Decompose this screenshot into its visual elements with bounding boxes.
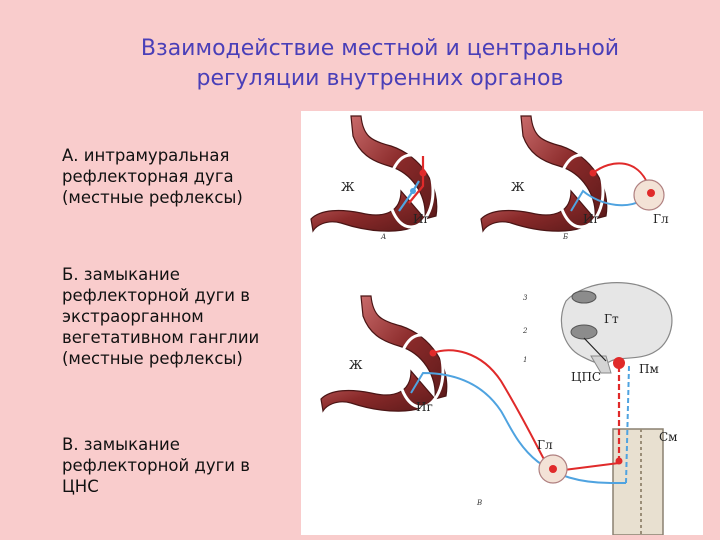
panel-a: Ж Иг А bbox=[310, 115, 438, 241]
item-a-line: А. интрамуральная bbox=[62, 146, 230, 165]
panel-c: Ж Иг Гт ЦПС Пм См Гл 3 2 1 В bbox=[320, 282, 678, 535]
item-c-line: В. замыкание bbox=[62, 435, 180, 454]
label-outer-ganglion: Гл bbox=[537, 438, 553, 452]
item-b: Б. замыкание рефлекторной дуги в экстрао… bbox=[62, 264, 294, 369]
item-a-line: рефлекторная дуга bbox=[62, 167, 234, 186]
item-b-line: рефлекторной дуги в bbox=[62, 286, 250, 305]
neuron-body bbox=[589, 169, 597, 177]
brain-nucleus-2 bbox=[570, 324, 598, 340]
stomach-wall bbox=[480, 189, 596, 233]
stomach-lumen-line bbox=[387, 153, 435, 229]
reflex-arc-figure: Ж Иг А Ж Иг Гл Б bbox=[301, 111, 703, 535]
item-b-line: экстраорганном bbox=[62, 307, 204, 326]
descending-pathway bbox=[583, 337, 607, 362]
efferent-nerve bbox=[408, 156, 425, 204]
neuron-body bbox=[410, 188, 416, 194]
label-spinal-cord: См bbox=[659, 430, 678, 444]
label-stomach: Ж bbox=[349, 358, 363, 372]
stomach-lumen-line bbox=[557, 153, 605, 229]
item-b-line: Б. замыкание bbox=[62, 265, 180, 284]
label-intramural-ganglion: Иг bbox=[416, 400, 433, 414]
efferent-nerve bbox=[432, 349, 552, 472]
label-stomach: Ж bbox=[511, 180, 525, 194]
neuron-body bbox=[615, 457, 623, 465]
item-a: А. интрамуральная рефлекторная дуга (мес… bbox=[62, 145, 294, 208]
item-c-line: ЦНС bbox=[62, 477, 99, 496]
stomach-wall bbox=[320, 369, 436, 413]
label-hypothalamus: Гт bbox=[604, 312, 619, 326]
afferent-nerve bbox=[410, 371, 626, 484]
panel-b: Ж Иг Гл Б bbox=[480, 115, 669, 241]
label-intramural-ganglion: Иг bbox=[413, 212, 430, 226]
item-c-line: рефлекторной дуги в bbox=[62, 456, 250, 475]
title-line-1: Взаимодействие местной и центральной bbox=[140, 36, 620, 61]
label-outer-ganglion: Гл bbox=[653, 212, 669, 226]
afferent-central bbox=[625, 365, 630, 484]
stomach-lumen-line bbox=[397, 333, 445, 409]
label-letter-a: А bbox=[380, 233, 386, 241]
label-medulla: Пм bbox=[639, 362, 659, 376]
title-line-2: регуляции внутренних органов bbox=[196, 66, 564, 91]
label-stomach: Ж bbox=[341, 180, 355, 194]
neuron-body bbox=[549, 465, 557, 473]
slide-title: Взаимодействие местной и центральной рег… bbox=[100, 34, 660, 94]
neuron-body bbox=[613, 357, 625, 369]
label-letter-c: В bbox=[476, 499, 482, 507]
label-num-1: 1 bbox=[523, 356, 527, 364]
label-num-3: 3 bbox=[523, 294, 528, 302]
label-intramural-ganglion: Иг bbox=[583, 212, 600, 226]
item-c: В. замыкание рефлекторной дуги в ЦНС bbox=[62, 434, 294, 497]
item-a-line: (местные рефлексы) bbox=[62, 188, 243, 207]
label-num-2: 2 bbox=[522, 327, 528, 335]
neuron-body bbox=[647, 189, 655, 197]
stomach-wall bbox=[310, 189, 426, 233]
label-letter-b: Б bbox=[562, 233, 568, 241]
neuron-body bbox=[429, 349, 437, 357]
item-b-line: вегетативном ганглии bbox=[62, 328, 260, 347]
neuron-body bbox=[419, 169, 427, 177]
label-cns: ЦПС bbox=[571, 370, 601, 384]
reflex-arc-diagram: Ж Иг А Ж Иг Гл Б bbox=[310, 115, 678, 535]
brain-nucleus-3 bbox=[571, 290, 597, 304]
item-b-line: (местные рефлексы) bbox=[62, 349, 243, 368]
